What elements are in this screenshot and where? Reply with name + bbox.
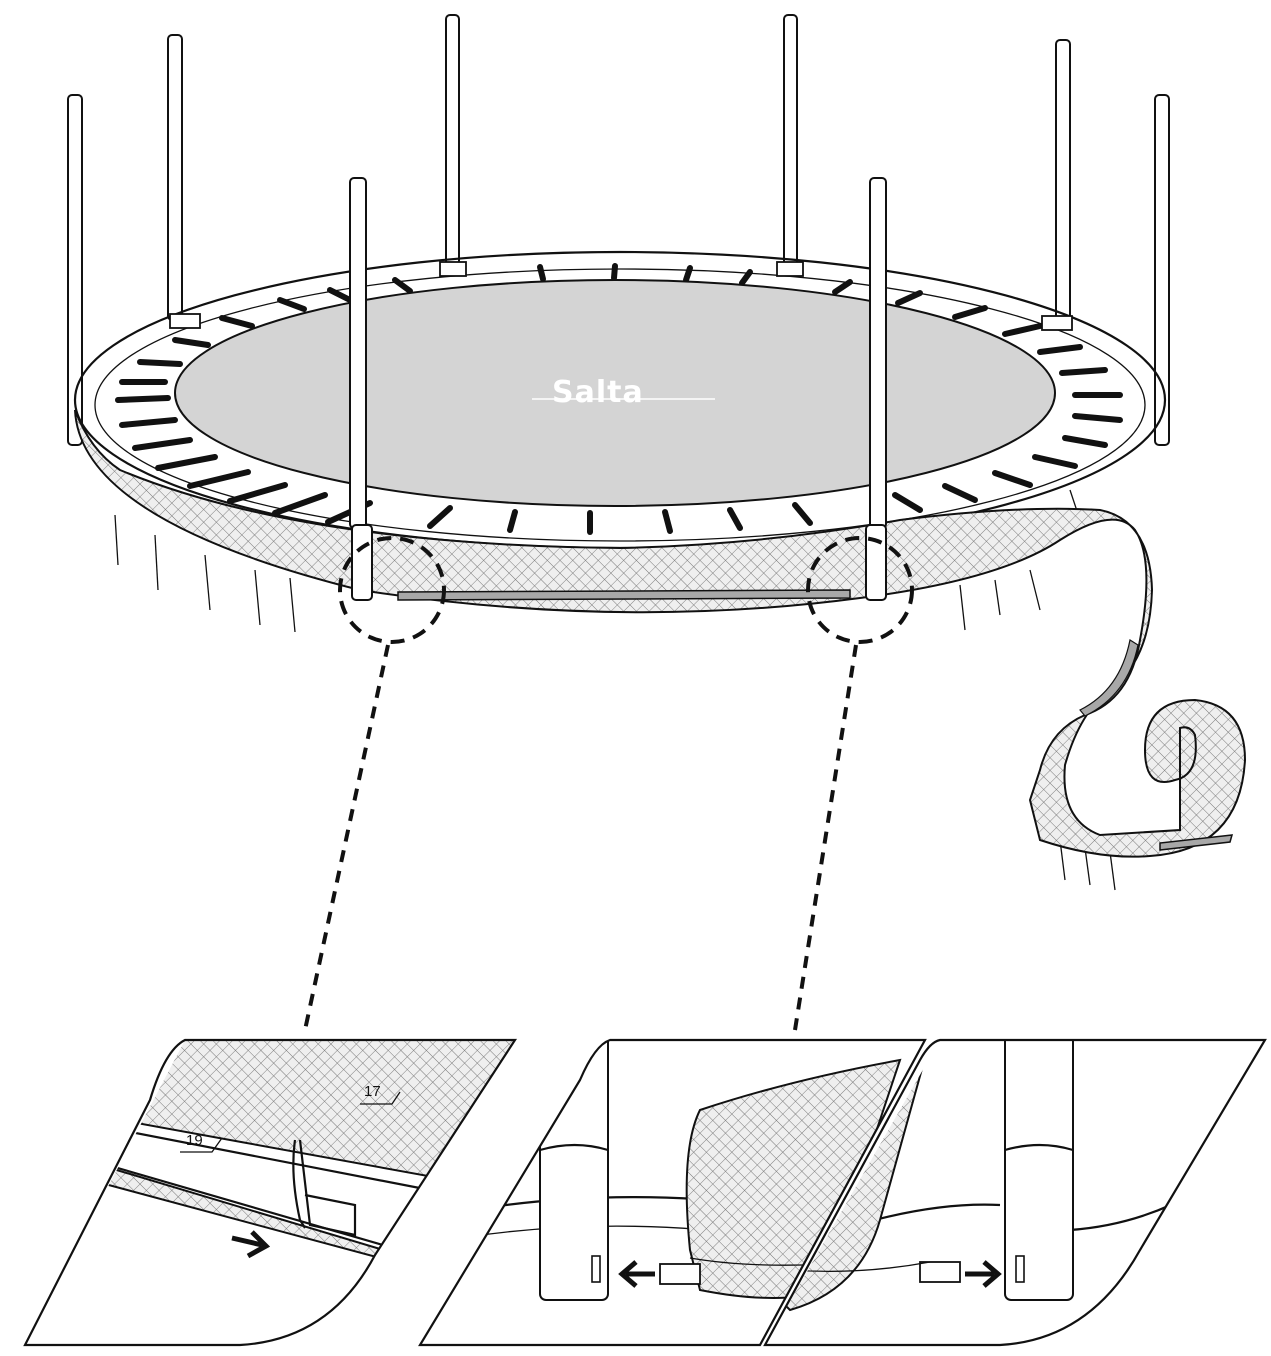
enclosure-net-band: [74, 409, 1247, 858]
net-bottom-band: [397, 589, 851, 601]
lower-net-strings: [114, 489, 1116, 891]
arrow-left-icon: [618, 1260, 655, 1288]
jumping-mat: [174, 279, 1056, 507]
springs: [115, 263, 1123, 535]
part-label-rod: 19: [186, 1132, 203, 1149]
trampoline: Salta: [67, 14, 1247, 1031]
arrow-right-icon: [231, 1230, 271, 1259]
brand-logo: Salta: [552, 375, 644, 410]
callout-circle-left: [338, 536, 446, 644]
part-label-net: 17: [364, 1083, 381, 1100]
back-poles: [67, 14, 1170, 446]
callout-circle-right: [806, 536, 914, 644]
arrow-right-icon: [965, 1260, 1002, 1288]
